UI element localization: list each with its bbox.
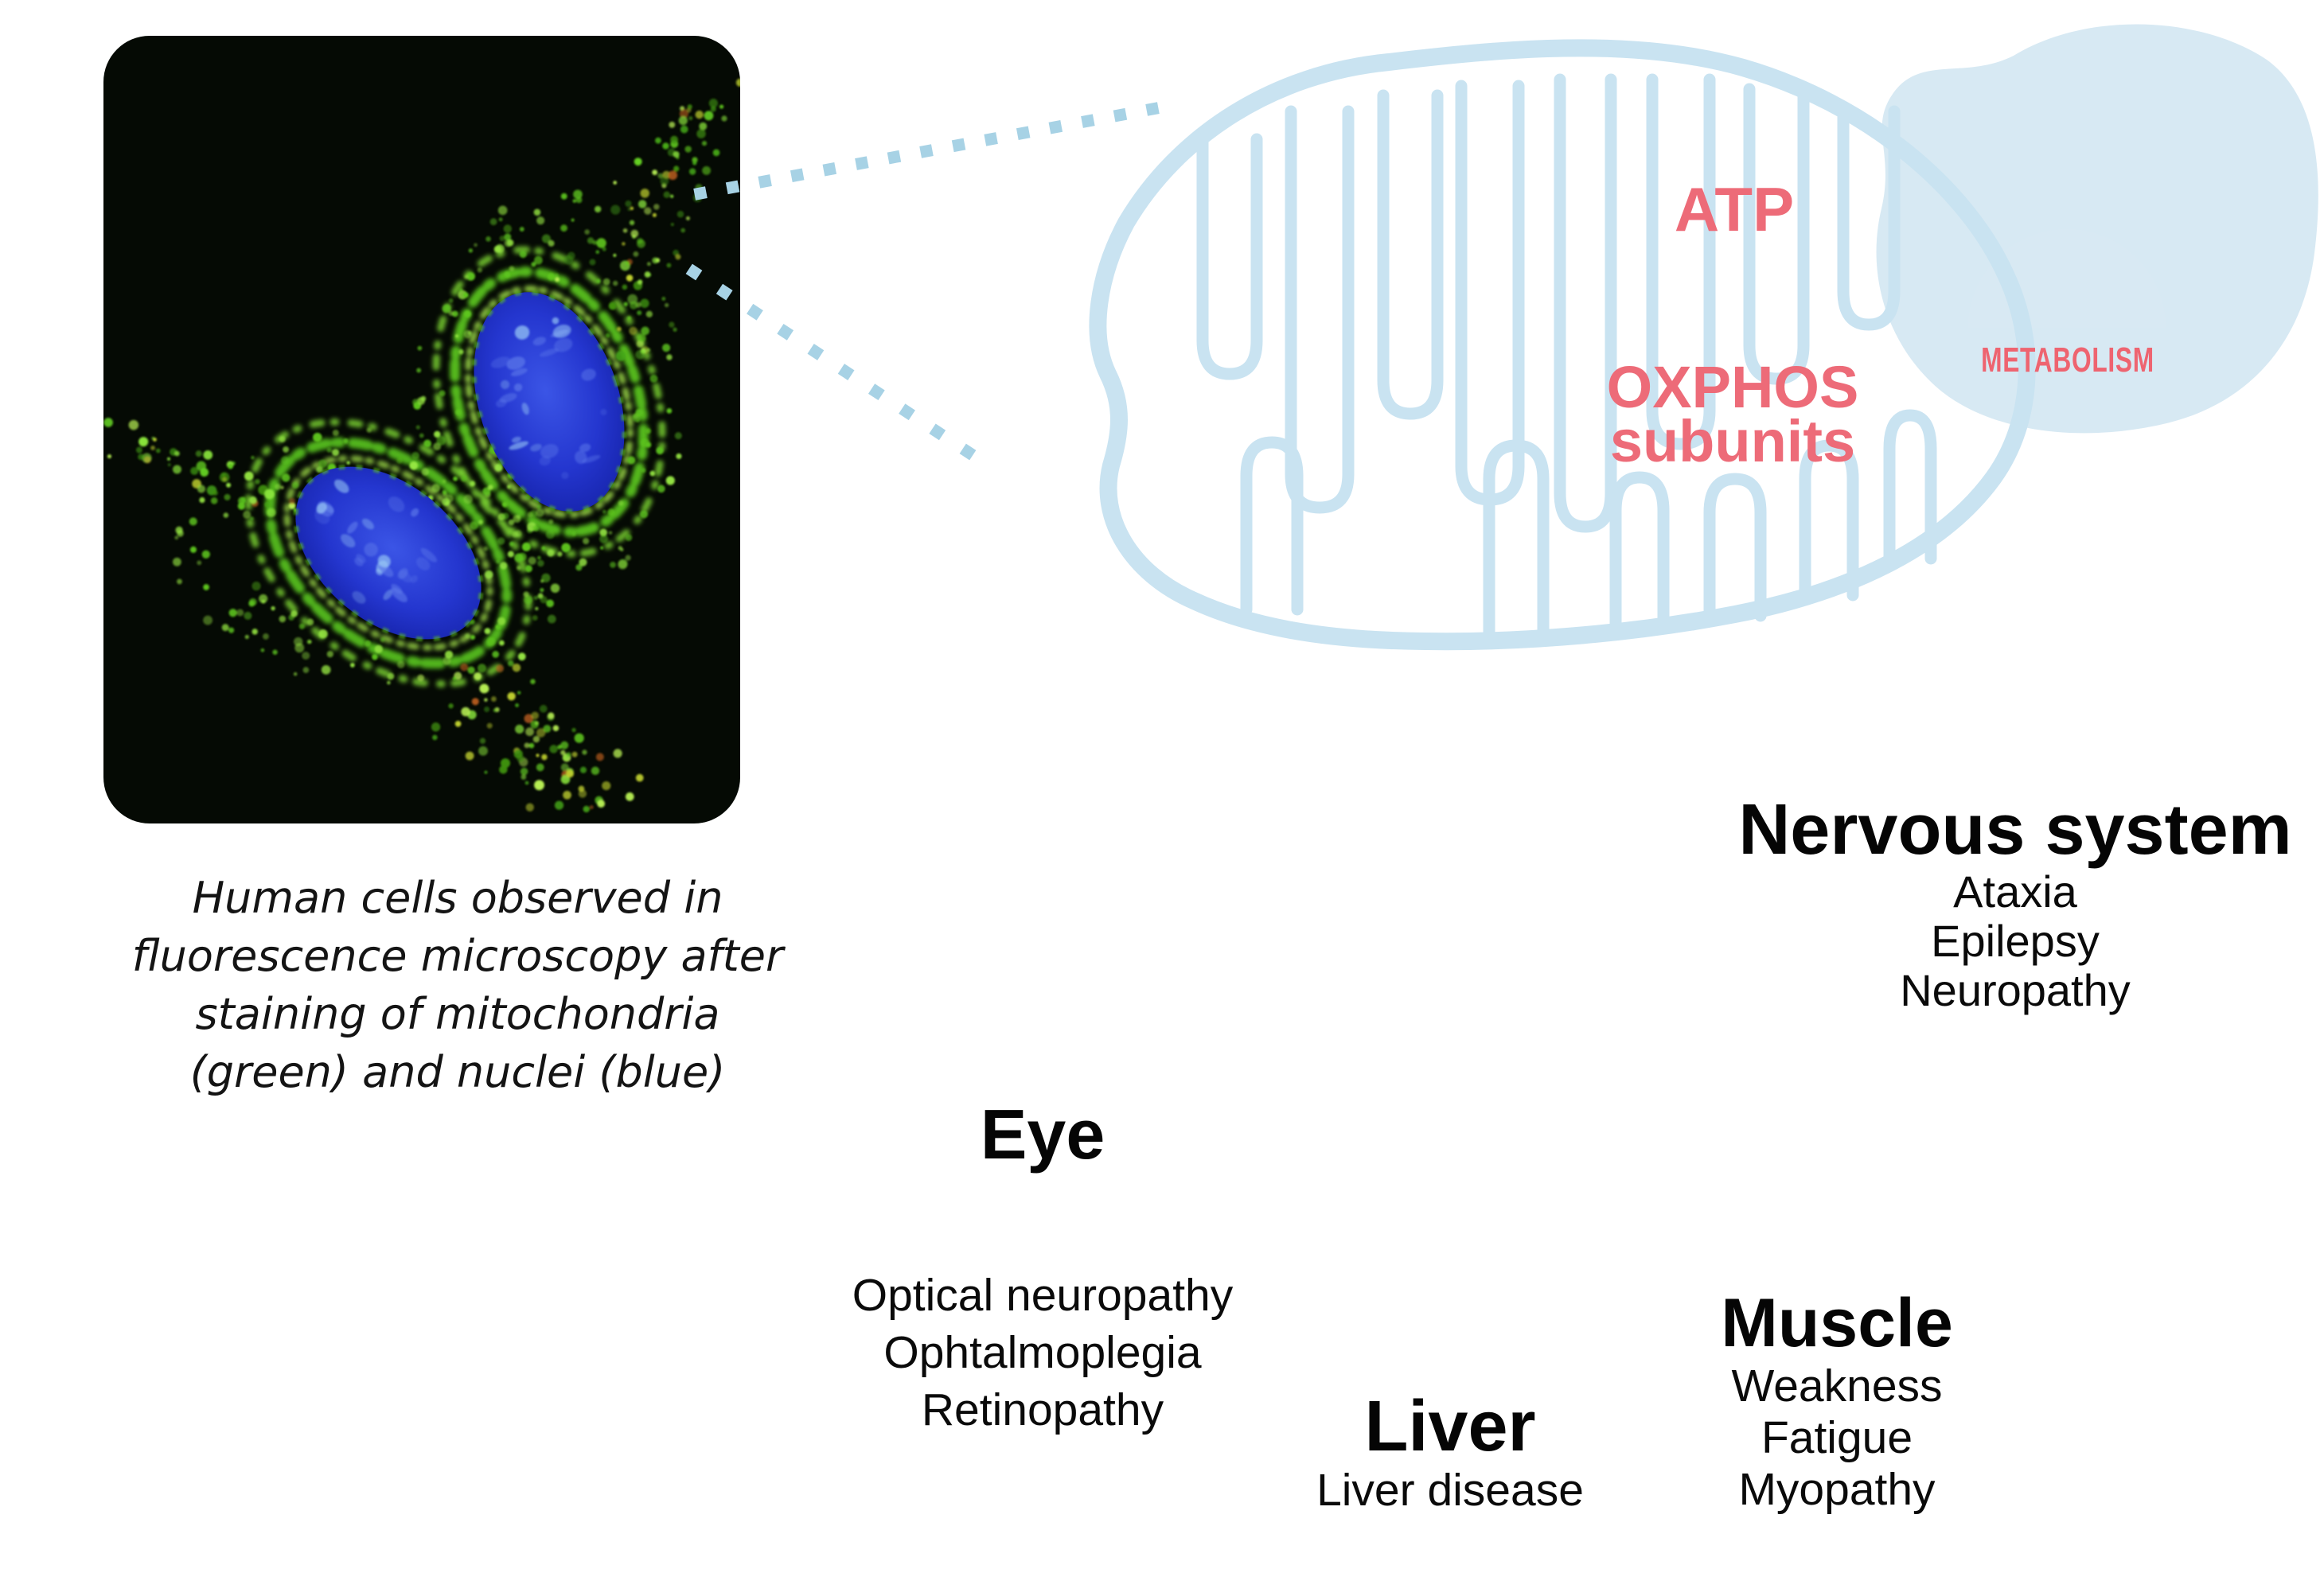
microscopy-image: [103, 36, 740, 823]
nervous-system-conditions: Ataxia Epilepsy Neuropathy: [1705, 867, 2324, 1015]
mitochondrion-illustration: [1089, 39, 2036, 651]
caption-line: fluorescence microscopy after: [131, 931, 784, 981]
condition-line: Fatigue: [1761, 1412, 1913, 1463]
atp-label: ATP: [1674, 174, 1795, 244]
condition-line: Weakness: [1731, 1361, 1943, 1411]
eye-title: Eye: [980, 1095, 1105, 1174]
oxphos-line: subunits: [1609, 408, 1856, 474]
gauge-background-blob: [1876, 24, 2318, 434]
oxphos-line: OXPHOS: [1606, 354, 1859, 420]
condition-line: Neuropathy: [1900, 965, 2131, 1015]
condition-line: Optical neuropathy: [852, 1270, 1234, 1321]
oxphos-label: OXPHOS subunits: [1605, 354, 1860, 474]
cell-nucleus: [471, 290, 627, 514]
caption-line: Human cells observed in: [192, 873, 723, 923]
magnification-dotted-lines: [685, 102, 1160, 461]
caption-line: staining of mitochondria: [195, 989, 720, 1039]
condition-line: Retinopathy: [921, 1384, 1164, 1435]
liver-conditions: Liver disease: [1235, 1464, 1665, 1516]
condition-line: Ataxia: [1953, 866, 2077, 917]
cell-nucleus: [293, 464, 484, 642]
liver-title: Liver: [1364, 1387, 1536, 1466]
eye-conditions: Optical neuropathy Ophtalmoplegia Retino…: [780, 1267, 1305, 1439]
condition-line: Ophtalmoplegia: [883, 1327, 1202, 1378]
microscopy-caption: Human cells observed in fluorescence mic…: [24, 869, 891, 1101]
condition-line: Liver disease: [1316, 1465, 1584, 1516]
metabolism-label: METABOLISM: [1981, 341, 2154, 380]
caption-line: (green) and nuclei (blue): [189, 1047, 726, 1097]
nervous-system-title: Nervous system: [1738, 790, 2292, 870]
muscle-title: Muscle: [1721, 1285, 1953, 1361]
condition-line: Myopathy: [1738, 1464, 1936, 1515]
muscle-conditions: Weakness Fatigue Myopathy: [1638, 1361, 2036, 1516]
condition-line: Epilepsy: [1931, 916, 2100, 966]
